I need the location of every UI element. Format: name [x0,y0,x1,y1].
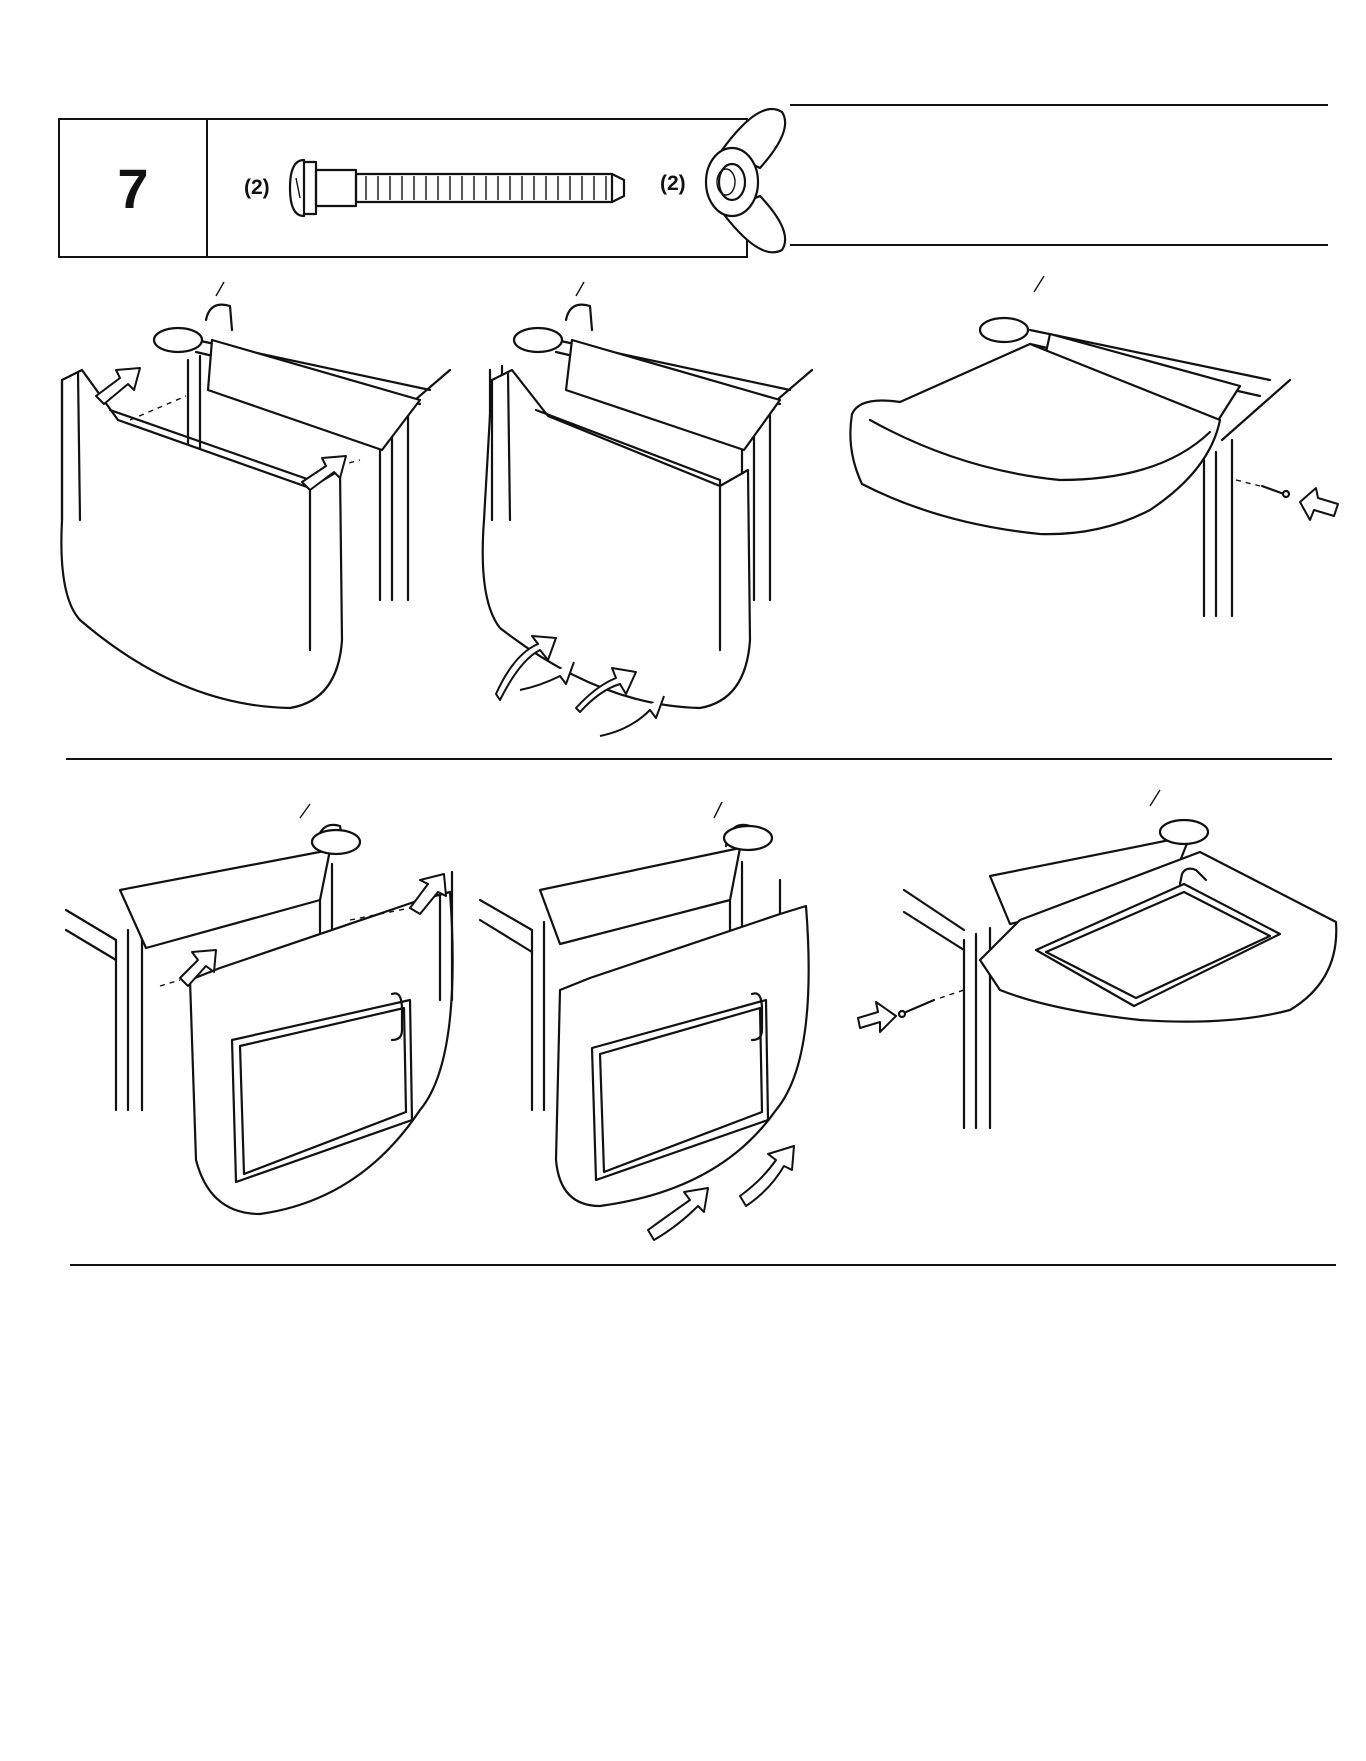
header-bottom-rule [790,244,1328,246]
step-number-cell: 7 [60,120,208,256]
step-header: 7 [58,118,748,258]
bolt-quantity: (2) [244,176,270,200]
bottom-rule [70,1264,1336,1266]
header-top-rule [790,104,1328,106]
row-divider [66,758,1332,760]
step-number: 7 [117,156,148,221]
wing-nut-quantity: (2) [660,172,686,196]
